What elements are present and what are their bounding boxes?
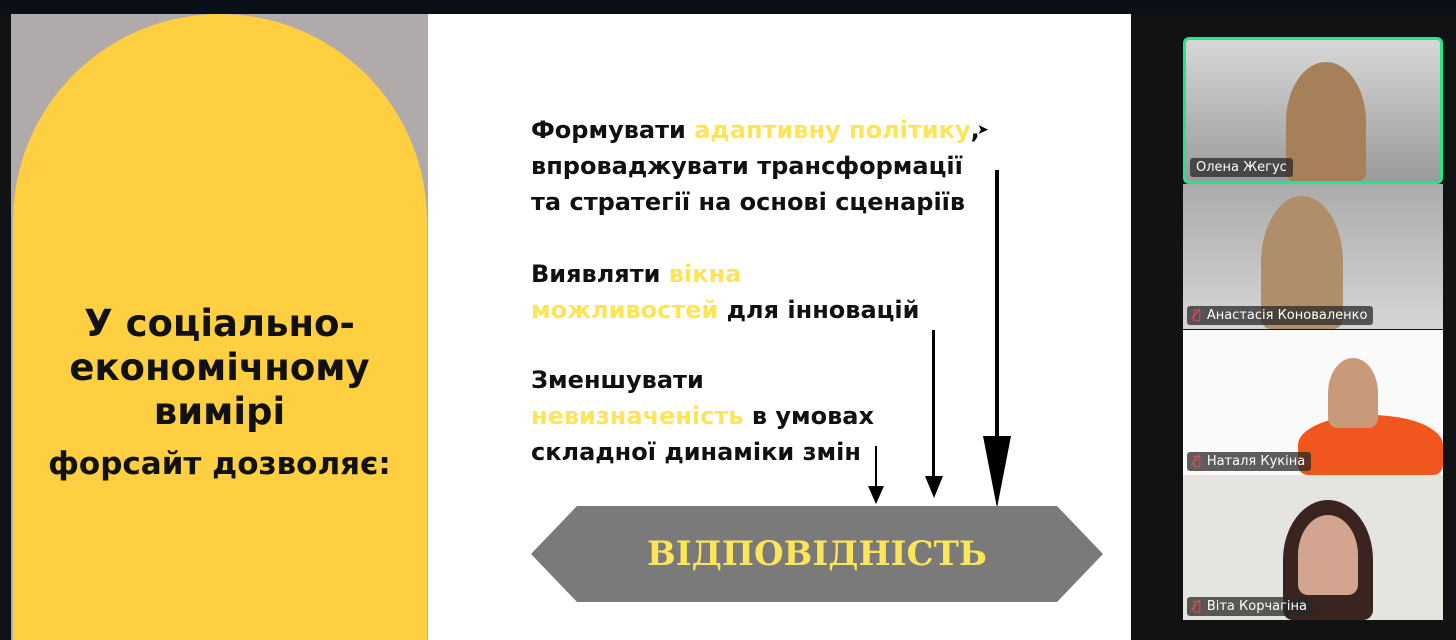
- arrow-mid: [932, 330, 935, 490]
- arrowhead-icon: [868, 486, 884, 504]
- heading-subtitle: форсайт дозволяє:: [48, 446, 391, 482]
- arrow-short: [875, 446, 877, 502]
- text: в умовах: [743, 402, 874, 430]
- top-bar: [0, 0, 1456, 14]
- point-1: Формувати адаптивну політику, впроваджув…: [531, 112, 980, 220]
- text: Виявляти: [531, 260, 669, 288]
- point-3: Зменшувати невизначеність в умовах склад…: [531, 362, 874, 470]
- participant-name: Анастасія Коноваленко: [1206, 308, 1368, 323]
- mic-muted-icon: 🎙̸: [1193, 599, 1201, 614]
- participant-name-tag: 🎙̸ Наталя Кукіна: [1187, 452, 1312, 471]
- video-tile[interactable]: 🎙̸ Наталя Кукіна: [1183, 330, 1443, 475]
- mouse-cursor-icon: ➤: [977, 122, 989, 138]
- arrowhead-icon: [925, 476, 943, 498]
- participant-name: Віта Корчагіна: [1206, 599, 1308, 614]
- participant-name-tag: Олена Жегус: [1190, 158, 1293, 177]
- text: та стратегії на основі сценаріїв: [531, 188, 966, 216]
- text: Зменшувати: [531, 366, 704, 394]
- participant-name: Наталя Кукіна: [1206, 454, 1306, 469]
- highlight: невизначеність: [531, 402, 744, 430]
- heading-line: економічному: [69, 346, 370, 389]
- shared-slide: У соціально- економічному вимірі форсайт…: [11, 14, 1131, 640]
- participant-video: [1286, 62, 1366, 181]
- heading-line: вимірі: [153, 390, 286, 433]
- mic-muted-icon: 🎙̸: [1193, 454, 1201, 469]
- highlight: адаптивну політику: [694, 116, 971, 144]
- participant-name-tag: 🎙̸ Віта Корчагіна: [1187, 597, 1314, 616]
- mic-muted-icon: 🎙̸: [1193, 308, 1201, 323]
- text: складної динаміки змін: [531, 438, 861, 466]
- highlight: вікна: [668, 260, 742, 288]
- video-tile[interactable]: 🎙̸ Віта Корчагіна: [1183, 475, 1443, 620]
- text: для інновацій: [718, 296, 920, 324]
- heading-line: У соціально-: [84, 302, 355, 345]
- arrow-long: [995, 170, 999, 490]
- point-2: Виявляти вікна можливостей для інновацій: [531, 256, 919, 328]
- text: ,: [970, 116, 980, 144]
- participant-name-tag: 🎙̸ Анастасія Коноваленко: [1187, 306, 1374, 325]
- yellow-arch: [13, 14, 427, 640]
- text: Формувати: [531, 116, 695, 144]
- participant-video: [1298, 515, 1358, 595]
- video-tile[interactable]: Олена Жегус: [1183, 37, 1443, 184]
- slide-left-panel: У соціально- економічному вимірі форсайт…: [11, 14, 428, 640]
- highlight: можливостей: [531, 296, 719, 324]
- video-tile[interactable]: 🎙̸ Анастасія Коноваленко: [1183, 184, 1443, 329]
- participant-name: Олена Жегус: [1196, 160, 1287, 175]
- text: впроваджувати трансформації: [531, 152, 963, 180]
- slide-heading: У соціально- економічному вимірі форсайт…: [11, 302, 428, 482]
- arrowhead-icon: [983, 436, 1011, 508]
- participant-video: [1328, 358, 1378, 428]
- banner-shape: [531, 506, 1103, 602]
- banner-text: ВІДПОВІДНІСТЬ: [647, 534, 987, 574]
